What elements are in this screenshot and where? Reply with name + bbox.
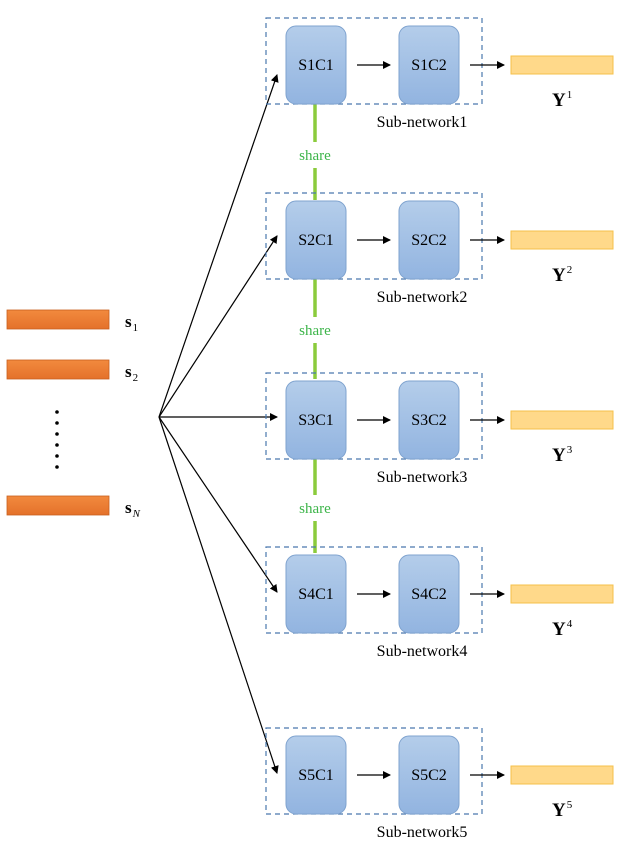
ellipsis-dots — [55, 410, 59, 469]
cell-2-label: S3C2 — [411, 412, 447, 429]
cell-2-box — [398, 200, 460, 280]
input-label: s2 — [125, 362, 138, 384]
cell-1-label: S3C1 — [298, 412, 334, 429]
cell-1-box — [285, 380, 347, 460]
cell-2-box — [398, 735, 460, 815]
share-label: share — [299, 148, 331, 164]
input-s1: s1 — [6, 309, 138, 334]
input-group: s1 s2 sN — [6, 309, 141, 520]
cell-2-box — [398, 554, 460, 634]
subnetwork-dashed-box — [265, 372, 483, 460]
cell-1-label: S4C1 — [298, 586, 334, 603]
subnetwork-dashed-box — [265, 17, 483, 105]
output-label: Y3 — [552, 444, 573, 466]
output-bar — [510, 410, 614, 430]
share-links: share share share — [299, 104, 331, 553]
arrow-to-subnetwork1 — [158, 74, 279, 418]
cell-2-box — [398, 25, 460, 105]
cell-1-box — [285, 200, 347, 280]
cell-1-label: S5C1 — [298, 767, 334, 784]
cell-1-label: S1C1 — [298, 57, 334, 74]
output-label: Y1 — [552, 89, 572, 111]
input-label: sN — [125, 498, 141, 520]
input-sN: sN — [6, 495, 141, 520]
input-bar — [6, 309, 110, 330]
output-label: Y5 — [552, 799, 573, 821]
share-label: share — [299, 501, 331, 517]
output-bar — [510, 584, 614, 604]
subnetwork-dashed-box — [265, 192, 483, 280]
input-s2: s2 — [6, 359, 138, 384]
share-label: share — [299, 323, 331, 339]
cell-1-box — [285, 25, 347, 105]
cell-1-box — [285, 735, 347, 815]
cell-2-label: S2C2 — [411, 232, 447, 249]
output-bar — [510, 230, 614, 250]
input-bar — [6, 495, 110, 516]
output-label: Y4 — [552, 618, 573, 640]
subnetwork-name: Sub-network5 — [377, 824, 468, 841]
arrow-to-subnetwork5 — [158, 416, 279, 774]
arrow-to-subnetwork4 — [158, 416, 278, 593]
subnetwork-name: Sub-network4 — [377, 643, 468, 660]
cell-2-label: S4C2 — [411, 586, 447, 603]
arrow-to-subnetwork2 — [158, 235, 278, 418]
output-bar — [510, 55, 614, 75]
subnetwork-dashed-box — [265, 727, 483, 815]
input-label: s1 — [125, 312, 138, 334]
subnetwork-name: Sub-network1 — [377, 114, 468, 131]
cell-2-box — [398, 380, 460, 460]
cell-2-label: S5C2 — [411, 767, 447, 784]
subnetwork-name: Sub-network2 — [377, 289, 468, 306]
output-bar — [510, 765, 614, 785]
subnetwork-name: Sub-network3 — [377, 469, 468, 486]
cell-1-label: S2C1 — [298, 232, 334, 249]
cell-2-label: S1C2 — [411, 57, 447, 74]
cell-1-box — [285, 554, 347, 634]
fanout-arrows — [158, 74, 279, 774]
output-label: Y2 — [552, 264, 572, 286]
input-bar — [6, 359, 110, 380]
subnetwork-dashed-box — [265, 546, 483, 634]
